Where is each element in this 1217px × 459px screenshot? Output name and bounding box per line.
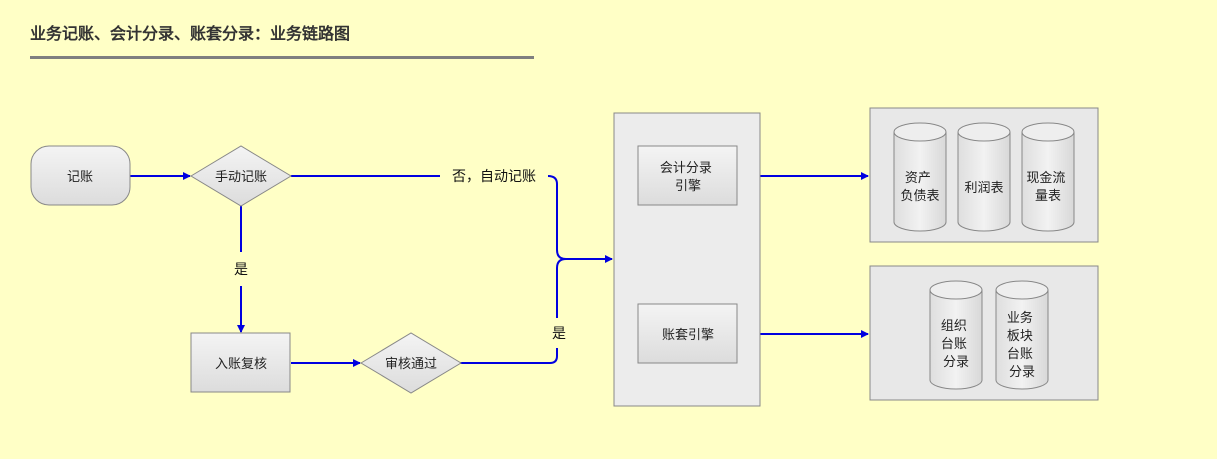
edge-label-no-auto: 否，自动记账 — [452, 169, 536, 185]
node-review-passed — [360, 332, 462, 394]
cylinder-cash-flow — [1021, 122, 1075, 232]
edge-label-yes-passed: 是 — [552, 326, 566, 342]
cash-flow-label: 现金流 量表 — [1026, 170, 1069, 204]
edge-passed-to-engine-lower — [460, 348, 558, 364]
cash-flow-line-2: 量表 — [1035, 189, 1061, 204]
title-underline — [30, 56, 534, 59]
biz-block-ledger-entry-line-4: 分录 — [1009, 365, 1035, 380]
node-review-passed-label: 审核通过 — [385, 357, 437, 372]
balance-sheet-line-2: 负债表 — [900, 189, 939, 204]
biz-block-ledger-entry-label: 业务 板块 台账 分录 — [1007, 310, 1037, 380]
income-statement-label: 利润表 — [964, 181, 1003, 196]
diagram-title: 业务记账、会计分录、账套分录：业务链路图 — [30, 24, 351, 43]
node-manual-entry-label: 手动记账 — [215, 170, 267, 185]
biz-block-ledger-entry-line-1: 业务 — [1007, 310, 1033, 326]
cylinder-balance-sheet — [893, 122, 947, 232]
edge-label-yes-manual: 是 — [234, 262, 248, 278]
cylinder-org-ledger-entry — [929, 280, 983, 390]
accounting-engine-line-1: 会计分录 — [660, 161, 712, 176]
node-bookkeeping-label: 记账 — [67, 170, 93, 185]
node-ledger-engine — [637, 303, 738, 364]
org-ledger-entry-line-2: 台账 — [941, 337, 967, 352]
income-statement-line-1: 利润表 — [964, 181, 1003, 196]
org-ledger-entry-line-3: 分录 — [943, 355, 969, 370]
org-ledger-entry-label: 组织 台账 分录 — [941, 319, 971, 370]
node-accounting-engine-label: 会计分录 引擎 — [660, 161, 716, 194]
org-ledger-entry-line-1: 组织 — [941, 319, 967, 334]
balance-sheet-label: 资产 负债表 — [900, 171, 939, 204]
biz-block-ledger-entry-line-2: 板块 — [1007, 329, 1033, 344]
node-manual-entry — [190, 145, 292, 207]
node-accounting-engine — [637, 145, 738, 206]
node-bookkeeping — [30, 145, 131, 206]
balance-sheet-line-1: 资产 — [905, 171, 931, 186]
cylinder-income-statement — [957, 122, 1011, 232]
biz-block-ledger-entry-line-3: 台账 — [1007, 347, 1033, 362]
node-entry-review — [190, 332, 291, 393]
edge-manual-auto-right — [547, 175, 613, 263]
cash-flow-line-1: 现金流 — [1026, 170, 1065, 186]
node-ledger-engine-label: 账套引擎 — [662, 327, 714, 343]
ledger-entries-container — [869, 265, 1099, 401]
edge-passed-to-engine-upper — [556, 258, 567, 318]
cylinder-biz-block-ledger-entry — [995, 280, 1049, 390]
accounting-engine-line-2: 引擎 — [675, 179, 701, 194]
node-entry-review-label: 入账复核 — [215, 357, 267, 372]
